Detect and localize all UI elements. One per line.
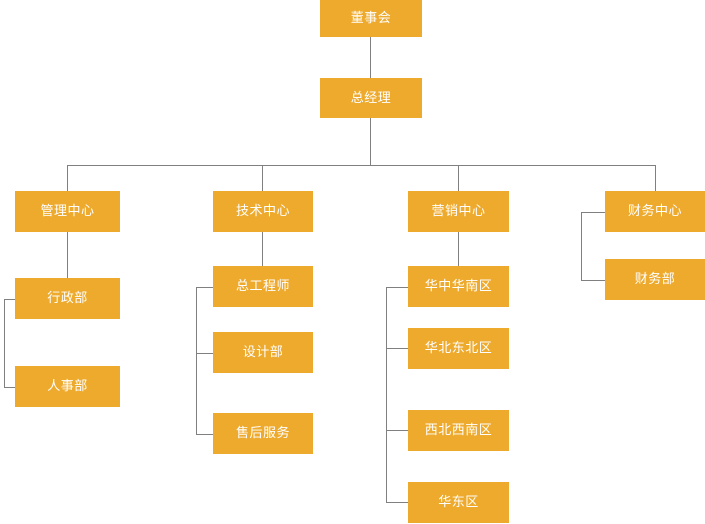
node-design-dept[interactable]: 设计部	[213, 332, 313, 373]
connector-management-bracket-to-administration	[4, 299, 15, 300]
node-management-center[interactable]: 管理中心	[15, 191, 120, 232]
node-technology-center[interactable]: 技术中心	[213, 191, 313, 232]
connector-management-to-administration	[67, 232, 68, 278]
connector-management-bracket-to-hr	[4, 387, 15, 388]
node-board[interactable]: 董事会	[320, 0, 422, 37]
connector-gm-stem	[370, 118, 371, 165]
node-aftersales-service[interactable]: 售后服务	[213, 413, 313, 454]
connector-finance-bracket-stem	[581, 212, 582, 280]
connector-marketing-bracket-to-region-east	[386, 502, 408, 503]
connector-technology-to-chief-engineer	[262, 232, 263, 266]
node-marketing-center[interactable]: 营销中心	[408, 191, 509, 232]
node-region-northwest-southwest[interactable]: 西北西南区	[408, 410, 509, 451]
connector-finance-bracket-to-finance-center	[581, 212, 605, 213]
node-administration-dept[interactable]: 行政部	[15, 278, 120, 319]
connector-marketing-bracket-to-region-northwest-southwest	[386, 430, 408, 431]
connector-bus-to-technology-center	[262, 165, 263, 191]
connector-finance-bracket-to-finance-dept	[581, 280, 605, 281]
connector-technology-bracket-to-design	[196, 353, 213, 354]
node-region-east[interactable]: 华东区	[408, 482, 509, 523]
connector-marketing-bracket-to-region-north-northeast	[386, 348, 408, 349]
connector-bus-to-management-center	[67, 165, 68, 191]
connector-bus-to-finance-center	[655, 165, 656, 191]
node-region-central-south[interactable]: 华中华南区	[408, 266, 509, 307]
connector-marketing-to-region-central-south	[458, 232, 459, 266]
connector-marketing-bracket-to-region-central-south	[386, 287, 408, 288]
connector-board-to-gm	[370, 37, 371, 78]
connector-technology-bracket-to-aftersales	[196, 434, 213, 435]
connector-technology-bracket-stem	[196, 287, 197, 434]
connector-marketing-bracket-stem	[386, 287, 387, 502]
connector-technology-bracket-to-chief-engineer	[196, 287, 213, 288]
node-region-north-northeast[interactable]: 华北东北区	[408, 328, 509, 369]
node-finance-center[interactable]: 财务中心	[605, 191, 705, 232]
node-chief-engineer[interactable]: 总工程师	[213, 266, 313, 307]
connector-level2-bus	[67, 165, 656, 166]
connector-bus-to-marketing-center	[458, 165, 459, 191]
node-hr-dept[interactable]: 人事部	[15, 366, 120, 407]
node-finance-dept[interactable]: 财务部	[605, 259, 705, 300]
connector-management-bracket-stem	[4, 299, 5, 387]
node-general-manager[interactable]: 总经理	[320, 78, 422, 118]
